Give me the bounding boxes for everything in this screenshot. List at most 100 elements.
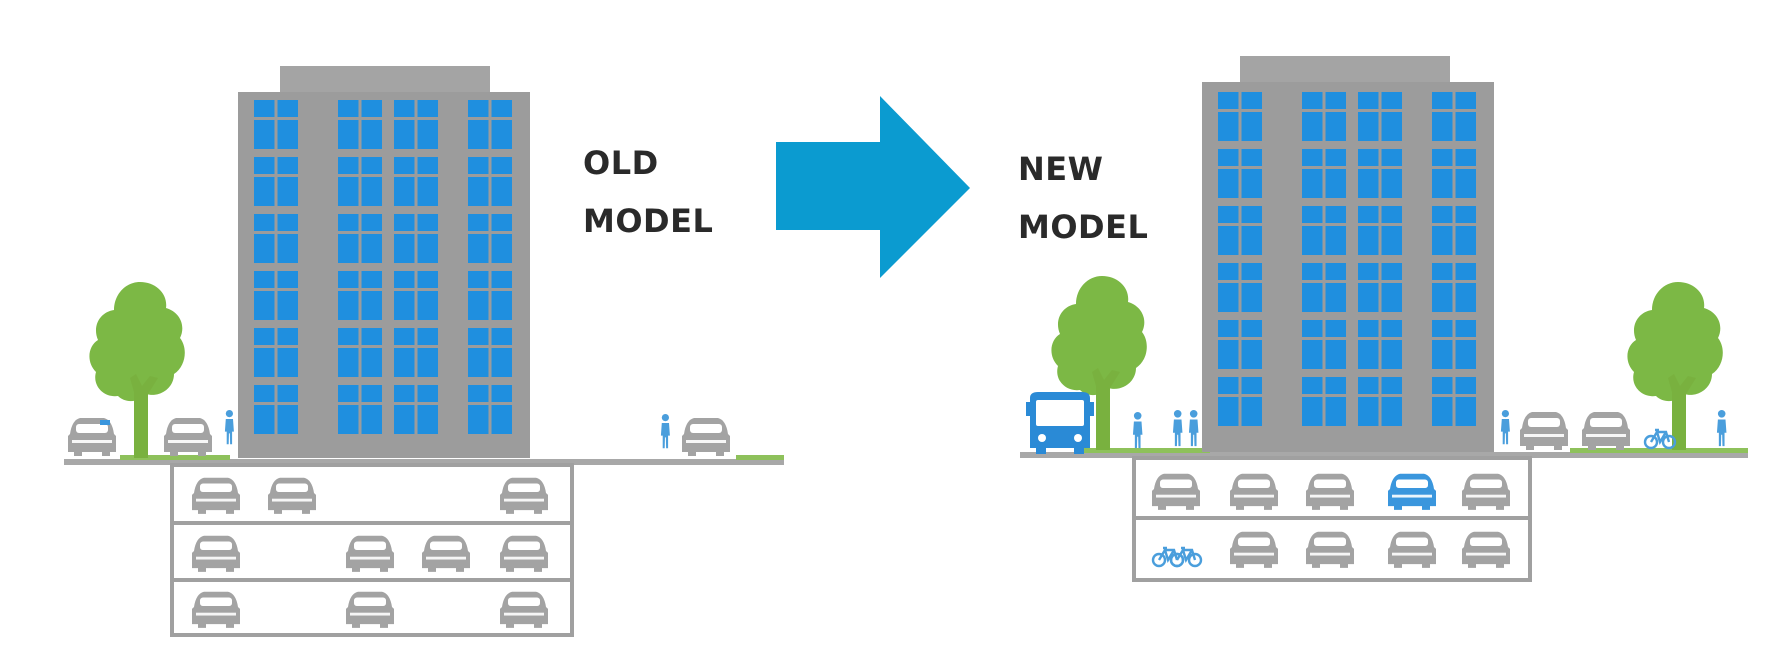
new-model-scene <box>1020 56 1748 582</box>
window-mullion <box>1238 149 1242 198</box>
new-grass-strip-right <box>1570 448 1748 453</box>
window-transom <box>468 117 512 120</box>
car-icon <box>1230 473 1278 510</box>
car-icon <box>1152 473 1200 510</box>
window-mullion <box>1452 206 1456 255</box>
bus-icon <box>1026 392 1094 454</box>
window-transom <box>1302 280 1346 283</box>
window-transom <box>468 288 512 291</box>
window-transom <box>1358 394 1402 397</box>
window-mullion <box>1322 377 1326 426</box>
window-mullion <box>274 385 278 434</box>
window-transom <box>1302 166 1346 169</box>
window-mullion <box>274 157 278 206</box>
car-icon <box>164 418 212 456</box>
window-mullion <box>274 100 278 149</box>
window-mullion <box>358 214 362 263</box>
car-icon <box>1388 531 1436 568</box>
window-mullion <box>414 328 418 377</box>
window-transom <box>338 174 382 177</box>
window-mullion <box>488 328 492 377</box>
person-icon <box>1500 410 1510 445</box>
window-mullion <box>1378 149 1382 198</box>
window-mullion <box>1378 92 1382 141</box>
window-transom <box>1358 280 1402 283</box>
car-icon <box>1230 531 1278 568</box>
window-mullion <box>488 100 492 149</box>
window-transom <box>394 117 438 120</box>
car-icon <box>346 591 394 628</box>
building-icon <box>238 66 530 458</box>
window-mullion <box>358 328 362 377</box>
window-mullion <box>488 214 492 263</box>
car-icon <box>500 535 548 572</box>
window-transom <box>394 345 438 348</box>
old-building-windows <box>254 100 512 434</box>
window-mullion <box>1452 263 1456 312</box>
window-transom <box>1218 223 1262 226</box>
window-mullion <box>1238 206 1242 255</box>
old-model-scene <box>64 66 784 637</box>
car-icon <box>192 535 240 572</box>
bicycle-icon <box>1643 428 1677 450</box>
window-transom <box>394 402 438 405</box>
window-transom <box>338 117 382 120</box>
window-transom <box>254 345 298 348</box>
arrow-icon <box>776 96 970 278</box>
tree-icon <box>1627 282 1723 450</box>
window-mullion <box>488 385 492 434</box>
old-label-line-2: MODEL <box>583 202 714 240</box>
new-underground-garage <box>1132 456 1532 582</box>
car-icon <box>500 591 548 628</box>
car-icon <box>1520 412 1568 450</box>
window-transom <box>1432 109 1476 112</box>
car-icon <box>500 477 548 514</box>
window-transom <box>1358 337 1402 340</box>
car-icon <box>1388 473 1436 510</box>
window-transom <box>254 288 298 291</box>
window-mullion <box>1378 377 1382 426</box>
car-icon <box>1306 473 1354 510</box>
car-icon <box>682 418 730 456</box>
car-icon <box>1306 531 1354 568</box>
window-mullion <box>488 271 492 320</box>
window-mullion <box>1322 320 1326 369</box>
window-mullion <box>414 385 418 434</box>
window-mullion <box>274 214 278 263</box>
window-mullion <box>1452 377 1456 426</box>
window-mullion <box>414 157 418 206</box>
window-transom <box>254 402 298 405</box>
new-label-line-2: MODEL <box>1018 208 1149 246</box>
window-mullion <box>1378 206 1382 255</box>
car-icon <box>346 535 394 572</box>
building-icon <box>1202 56 1494 452</box>
window-transom <box>254 117 298 120</box>
window-transom <box>1302 337 1346 340</box>
tree-icon <box>1051 276 1147 450</box>
window-transom <box>394 231 438 234</box>
car-icon <box>422 535 470 572</box>
window-mullion <box>1378 320 1382 369</box>
window-mullion <box>1322 263 1326 312</box>
window-mullion <box>1452 320 1456 369</box>
window-transom <box>1218 109 1262 112</box>
window-transom <box>1302 109 1346 112</box>
window-transom <box>338 345 382 348</box>
window-transom <box>1218 394 1262 397</box>
new-grass-strip <box>1080 448 1210 453</box>
window-mullion <box>274 271 278 320</box>
car-icon <box>192 477 240 514</box>
new-street-surface <box>1020 452 1748 458</box>
window-mullion <box>358 271 362 320</box>
car-icon <box>192 591 240 628</box>
window-transom <box>1302 223 1346 226</box>
window-mullion <box>1322 149 1326 198</box>
window-transom <box>468 402 512 405</box>
window-transom <box>468 174 512 177</box>
old-street-surface <box>64 459 784 465</box>
window-transom <box>394 288 438 291</box>
window-transom <box>1358 166 1402 169</box>
window-transom <box>468 345 512 348</box>
new-label-line-1: NEW <box>1018 150 1104 188</box>
